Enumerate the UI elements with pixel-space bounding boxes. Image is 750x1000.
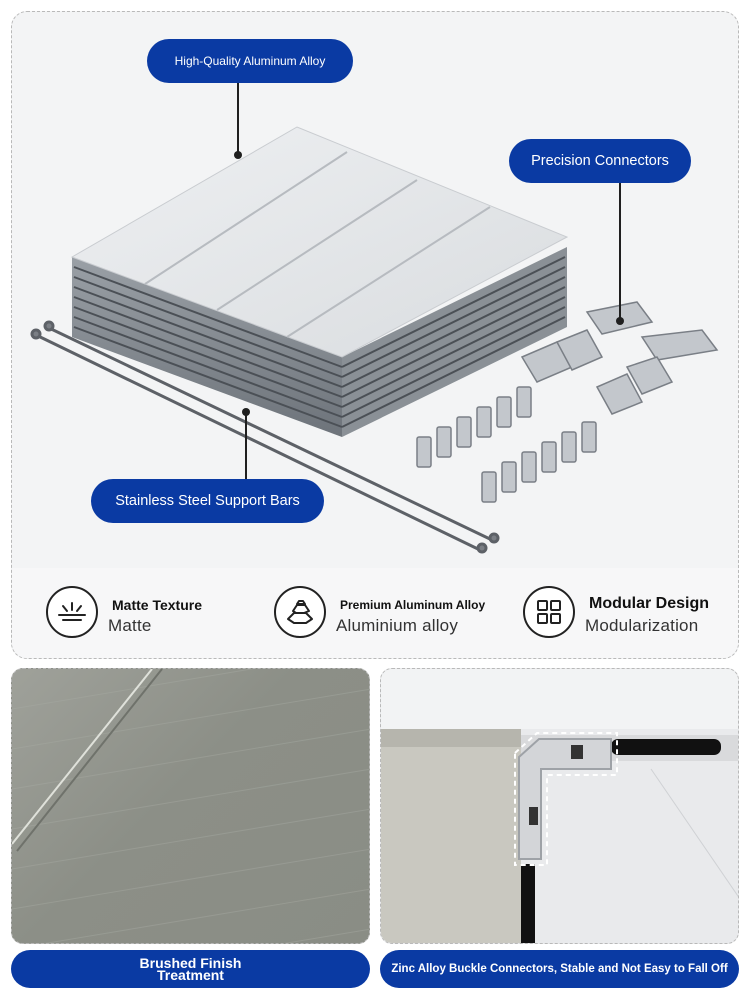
feature-title: Matte Texture bbox=[112, 597, 202, 613]
callout-precision-connectors-label: Precision Connectors bbox=[531, 153, 669, 169]
feature-subtitle: Aluminium alloy bbox=[336, 616, 459, 635]
caption-brushed-finish-text: Brushed Finish Treatment bbox=[139, 955, 242, 983]
feature-subtitle: Modularization bbox=[585, 616, 699, 635]
bars-leader-dot bbox=[242, 408, 250, 416]
alloy-leader-dot bbox=[234, 151, 242, 159]
callout-aluminum-alloy: High-Quality Aluminum Alloy bbox=[147, 39, 353, 83]
caption-brushed-finish: Brushed Finish Treatment bbox=[11, 950, 370, 988]
sparkle-lines-icon bbox=[46, 586, 98, 638]
buckle-connector-photo bbox=[380, 668, 739, 944]
connectors-leader-dot bbox=[616, 317, 624, 325]
bars-leader-line bbox=[245, 412, 247, 480]
feature-subtitle: Matte bbox=[108, 616, 152, 635]
brushed-texture bbox=[12, 669, 369, 943]
connectors-leader-line bbox=[619, 183, 621, 321]
feature-title: Modular Design bbox=[589, 595, 710, 612]
panel-stack bbox=[70, 126, 569, 437]
alloy-leader-line bbox=[237, 83, 239, 153]
callout-support-bars-label: Stainless Steel Support Bars bbox=[115, 493, 300, 509]
product-scene: High-Quality Aluminum Alloy Precision Co… bbox=[12, 12, 738, 568]
callout-aluminum-alloy-label: High-Quality Aluminum Alloy bbox=[174, 54, 326, 68]
brushed-finish-photo bbox=[11, 668, 370, 944]
feature-title: Premium Aluminum Alloy bbox=[340, 598, 486, 612]
connector-closeup bbox=[381, 669, 738, 943]
callout-support-bars: Stainless Steel Support Bars bbox=[91, 479, 324, 523]
feature-row: Matte Texture Matte Premium Aluminum All… bbox=[12, 568, 738, 658]
grid-squares-icon bbox=[523, 586, 575, 638]
product-overview-card: High-Quality Aluminum Alloy Precision Co… bbox=[11, 11, 739, 659]
connector-parts bbox=[416, 301, 719, 503]
caption-buckle-connectors: Zinc Alloy Buckle Connectors, Stable and… bbox=[380, 950, 739, 988]
caption-buckle-connectors-text: Zinc Alloy Buckle Connectors, Stable and… bbox=[391, 963, 728, 975]
support-bars bbox=[30, 320, 500, 554]
product-illustration bbox=[30, 126, 719, 554]
callout-precision-connectors: Precision Connectors bbox=[509, 139, 691, 183]
metal-ingots-icon bbox=[274, 586, 326, 638]
